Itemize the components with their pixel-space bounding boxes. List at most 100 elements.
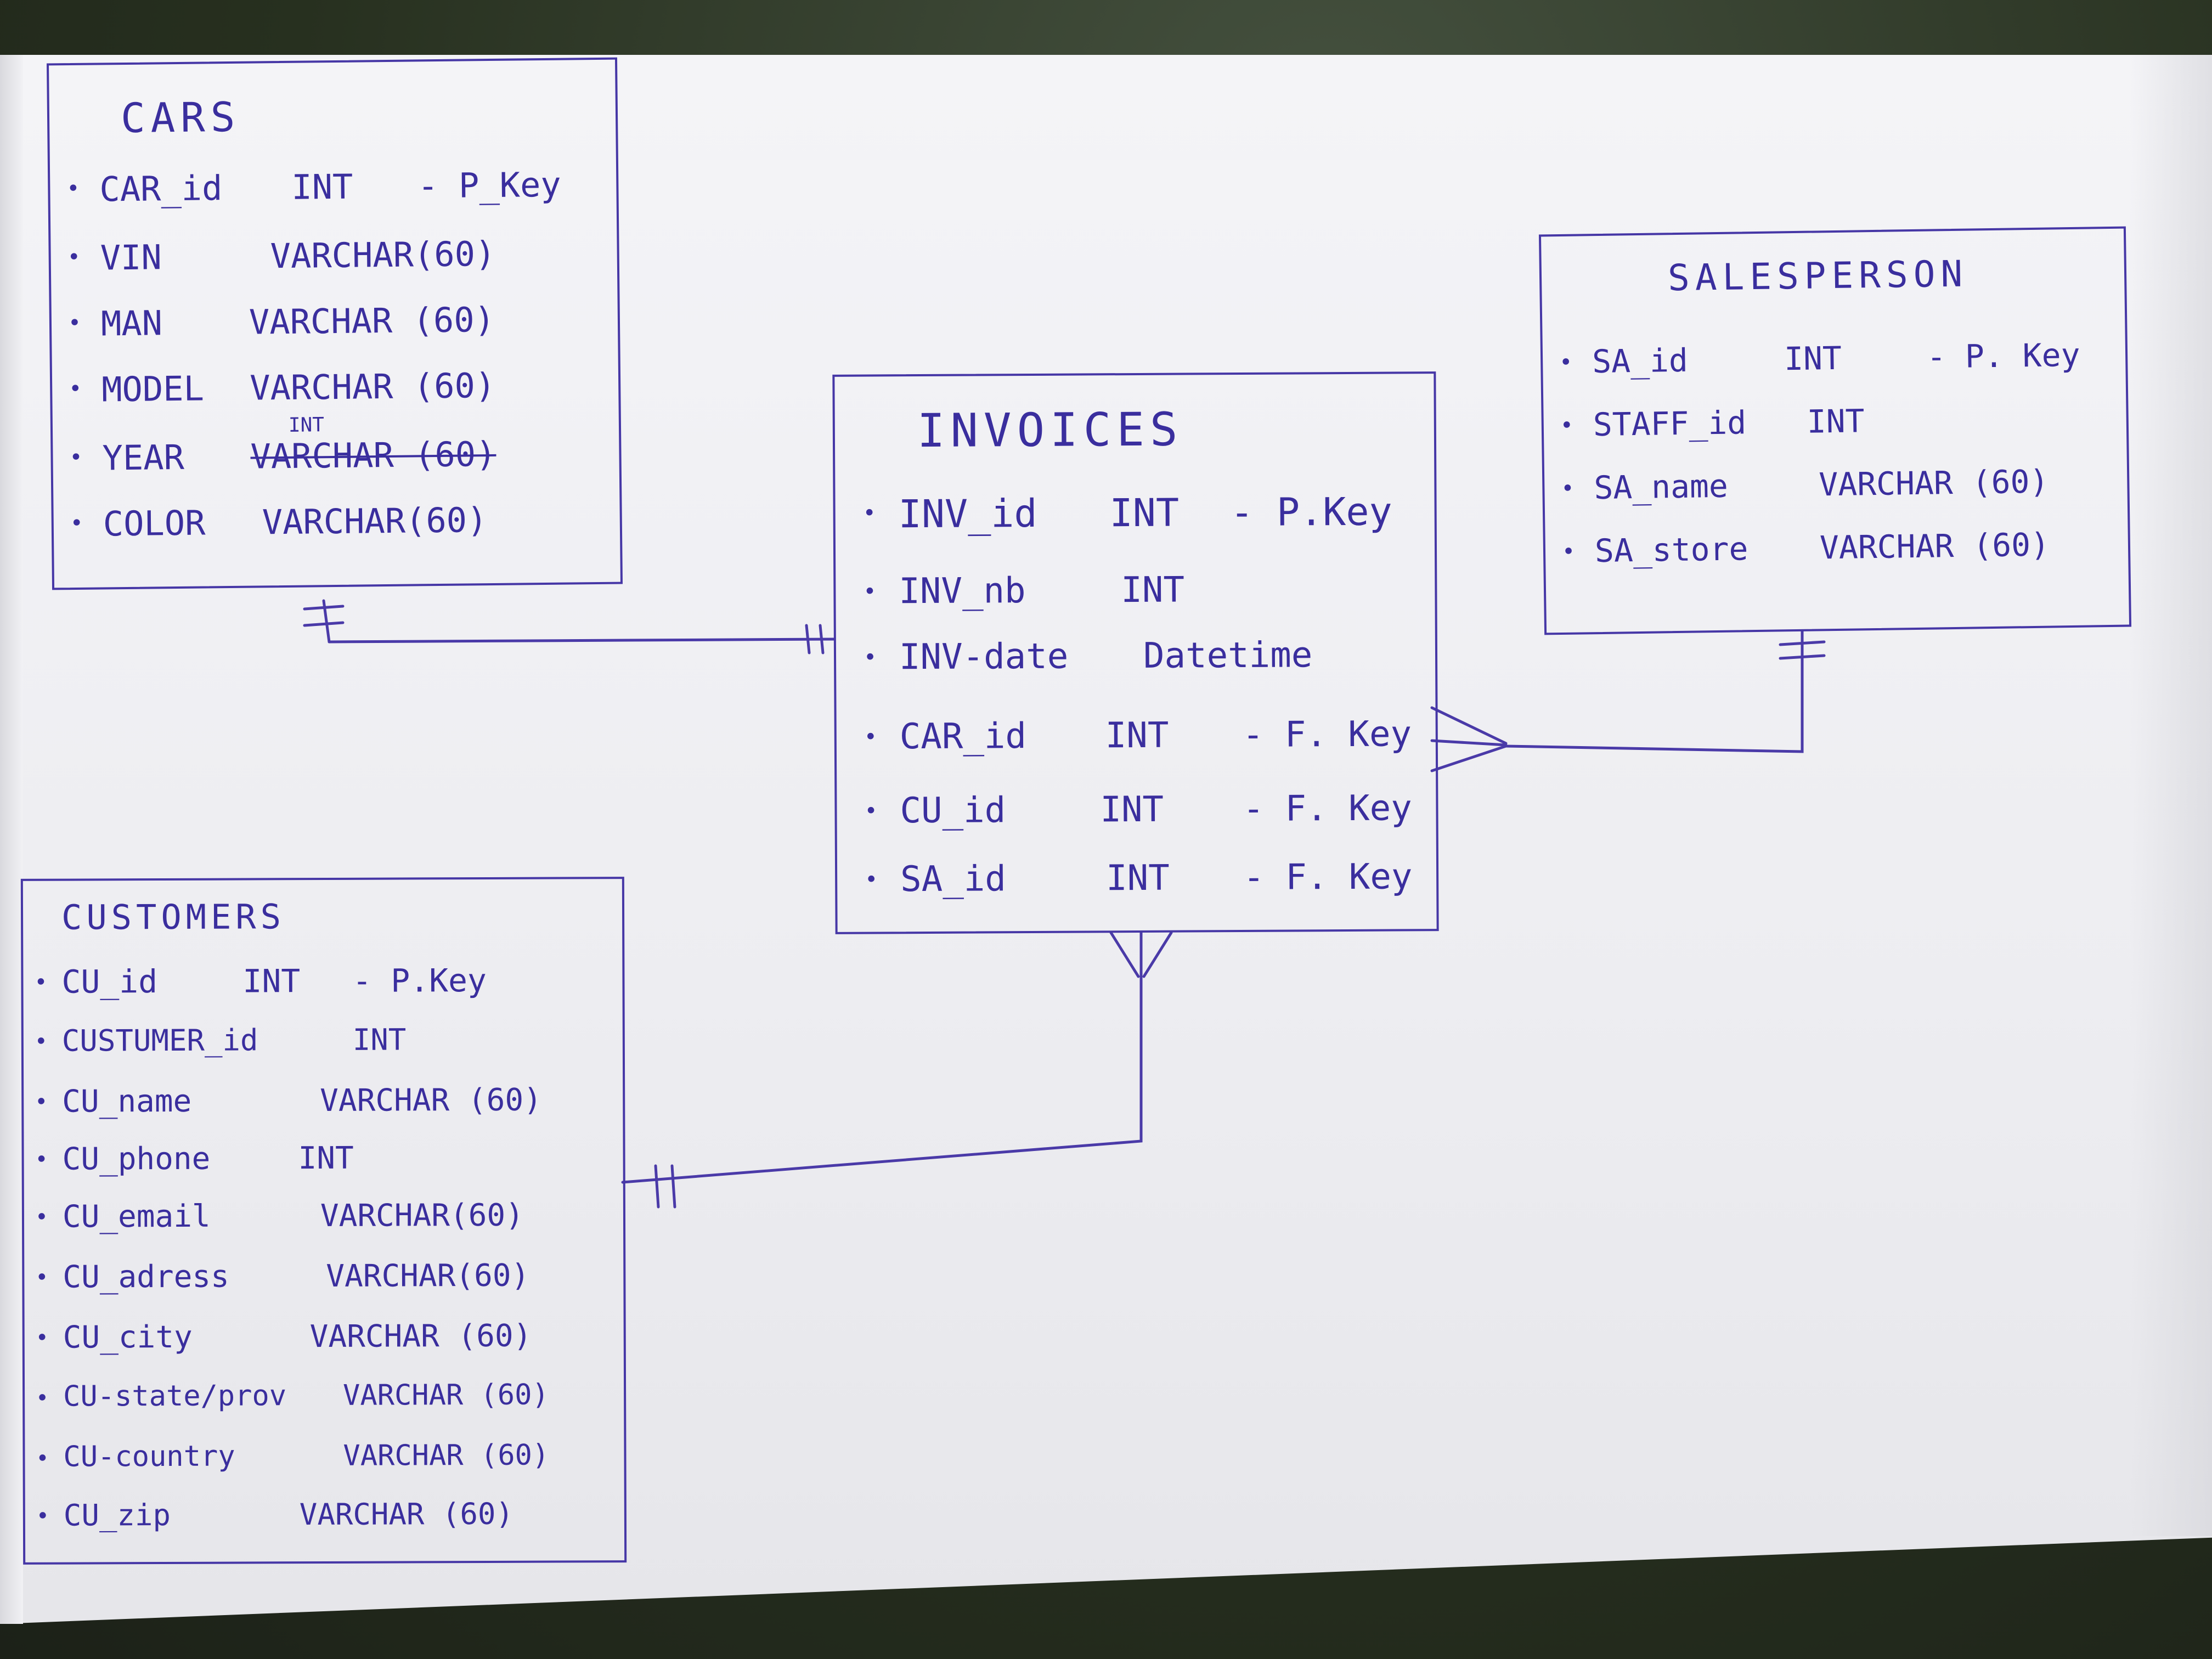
attribute-type: INT bbox=[1100, 789, 1164, 831]
attribute-key: - F. Key bbox=[1243, 856, 1413, 898]
cars-invoices-line bbox=[328, 637, 836, 644]
bullet-icon: • bbox=[35, 1089, 48, 1115]
attribute-name: CU_id bbox=[900, 790, 1006, 832]
bullet-icon: • bbox=[863, 579, 877, 605]
attribute-row: • YEAR INT VARCHAR (60) bbox=[53, 414, 619, 494]
attribute-name: SA_name bbox=[1593, 467, 1729, 507]
attribute-type: Datetime bbox=[1143, 635, 1313, 676]
bullet-icon: • bbox=[863, 645, 877, 670]
bullet-icon: • bbox=[34, 1029, 48, 1054]
attribute-type-correction: INT bbox=[288, 414, 325, 437]
attribute-name: YEAR bbox=[102, 437, 185, 478]
attribute-name: CU-country bbox=[63, 1440, 235, 1474]
attribute-type: VARCHAR(60) bbox=[262, 500, 488, 543]
entity-customers: CUSTOMERS • CU_id INT - P.Key • CUSTUMER… bbox=[20, 877, 627, 1565]
attribute-row: • CU-state/prov VARCHAR (60) bbox=[25, 1378, 624, 1435]
bullet-icon: • bbox=[36, 1385, 49, 1411]
attribute-type: INT bbox=[1105, 857, 1170, 899]
attribute-row: • MAN VARCHAR (60) bbox=[52, 298, 618, 359]
attribute-name: SA_store bbox=[1594, 530, 1748, 570]
bullet-icon: • bbox=[36, 1446, 49, 1471]
bullet-icon: • bbox=[66, 176, 80, 202]
attribute-row: • CUSTUMER_id INT bbox=[24, 1022, 623, 1079]
attribute-type: VARCHAR (60) bbox=[299, 1496, 514, 1532]
attribute-name: MODEL bbox=[101, 368, 205, 410]
attribute-type: INT bbox=[352, 1022, 407, 1057]
attribute-type: VARCHAR (60) bbox=[343, 1378, 549, 1412]
attribute-row: • SA_store VARCHAR (60) bbox=[1545, 525, 2129, 588]
bullet-icon: • bbox=[1560, 413, 1574, 438]
paper-binding-edge bbox=[0, 55, 23, 1624]
attribute-type: VARCHAR (60) bbox=[309, 1318, 532, 1355]
attribute-name: MAN bbox=[100, 303, 163, 344]
entity-title: CARS bbox=[120, 93, 241, 143]
attribute-name: INV-date bbox=[899, 636, 1069, 678]
entity-title: INVOICES bbox=[917, 402, 1183, 458]
attribute-type: VARCHAR (60) bbox=[320, 1082, 542, 1119]
bullet-icon: • bbox=[35, 1325, 49, 1351]
attribute-key: - F. Key bbox=[1243, 788, 1412, 830]
bullet-icon: • bbox=[864, 724, 878, 750]
attribute-row: • SA_id INT - P. Key bbox=[1543, 336, 2126, 399]
attribute-row: • COLOR VARCHAR(60) bbox=[53, 499, 620, 560]
attribute-name: CU_name bbox=[62, 1083, 192, 1120]
attribute-type: INT bbox=[1105, 715, 1169, 757]
attribute-row: • MODEL VARCHAR (60) bbox=[52, 364, 619, 425]
attribute-row: • STAFF_id INT bbox=[1543, 399, 2126, 462]
attribute-name: CU_phone bbox=[62, 1141, 211, 1177]
attribute-row: • CU_name VARCHAR (60) bbox=[24, 1082, 623, 1139]
attribute-type: INT bbox=[1807, 402, 1865, 441]
bullet-icon: • bbox=[35, 1204, 49, 1230]
salesperson-invoices-line bbox=[1504, 629, 1804, 753]
attribute-name: CU-state/prov bbox=[63, 1379, 287, 1413]
attribute-row: • CU_city VARCHAR (60) bbox=[25, 1318, 624, 1375]
bullet-icon: • bbox=[69, 444, 83, 471]
bullet-icon: • bbox=[70, 510, 84, 537]
attribute-type: VARCHAR (60) bbox=[1819, 526, 2050, 567]
cars-one-marker bbox=[303, 599, 345, 644]
attribute-type: INT bbox=[298, 1140, 354, 1177]
invoices-many-marker-salesperson bbox=[1430, 706, 1508, 772]
entity-title: CUSTOMERS bbox=[61, 896, 286, 938]
attribute-key: - F. Key bbox=[1242, 714, 1412, 755]
attribute-row: • CU-country VARCHAR (60) bbox=[25, 1438, 624, 1496]
attribute-row: • CU_id INT - P.Key bbox=[23, 961, 622, 1018]
attribute-row: • CU_phone INT bbox=[24, 1139, 623, 1197]
attribute-type: VARCHAR (60) bbox=[249, 365, 496, 408]
attribute-name: SA_id bbox=[900, 859, 1007, 900]
bullet-icon: • bbox=[36, 1503, 50, 1529]
bullet-icon: • bbox=[35, 1265, 49, 1290]
attribute-row: • CU_email VARCHAR(60) bbox=[24, 1197, 623, 1254]
bullet-icon: • bbox=[35, 1147, 48, 1172]
attribute-type: INT bbox=[291, 166, 353, 207]
attribute-name: SA_id bbox=[1592, 341, 1689, 381]
attribute-name: CU_city bbox=[63, 1319, 193, 1356]
bullet-icon: • bbox=[67, 244, 81, 270]
attribute-row: • CU_id INT - F. Key bbox=[837, 788, 1436, 846]
attribute-type: VARCHAR(60) bbox=[320, 1197, 524, 1234]
paper-shadow bbox=[2130, 55, 2212, 1536]
customers-one-marker bbox=[654, 1164, 676, 1209]
attribute-row: • VIN VARCHAR(60) bbox=[50, 233, 617, 294]
attribute-row: • INV_nb INT bbox=[836, 568, 1435, 627]
attribute-name: CUSTUMER_id bbox=[61, 1023, 258, 1058]
attribute-row: • CU_adress VARCHAR(60) bbox=[24, 1257, 623, 1314]
bullet-icon: • bbox=[1561, 539, 1576, 565]
bullet-icon: • bbox=[862, 500, 876, 526]
bullet-icon: • bbox=[864, 798, 878, 824]
attribute-name: CU_adress bbox=[63, 1259, 229, 1295]
bullet-icon: • bbox=[68, 376, 82, 402]
attribute-key: - P.Key bbox=[1230, 489, 1392, 535]
bullet-icon: • bbox=[865, 867, 878, 893]
attribute-row: • INV_id INT - P.Key bbox=[835, 489, 1435, 547]
bullet-icon: • bbox=[34, 969, 48, 995]
attribute-name: CU_zip bbox=[63, 1497, 171, 1533]
attribute-type: INT bbox=[1109, 490, 1180, 536]
attribute-name: INV_nb bbox=[899, 571, 1026, 612]
attribute-name: VIN bbox=[100, 237, 162, 278]
attribute-type: VARCHAR (60) bbox=[1818, 462, 2049, 504]
attribute-name: CAR_id bbox=[99, 168, 223, 210]
paper-sheet bbox=[0, 55, 2212, 1624]
invoices-many-marker-customers bbox=[1109, 931, 1173, 978]
